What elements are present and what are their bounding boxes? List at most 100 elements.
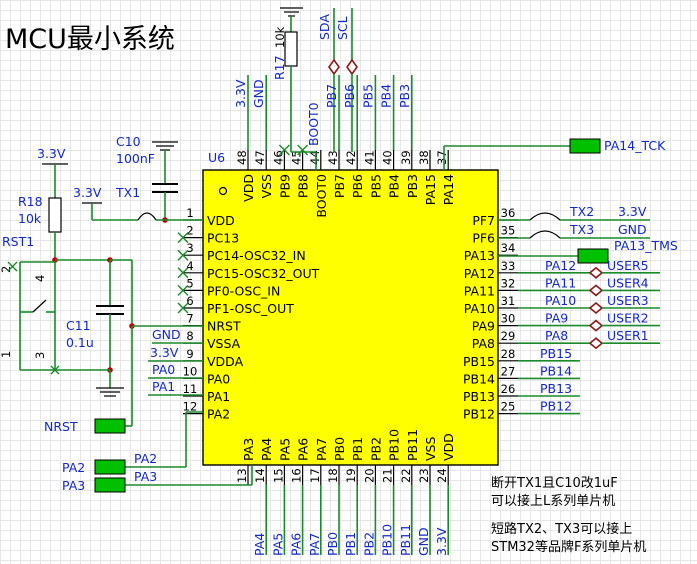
left-pin-name-2: PC13 xyxy=(207,231,239,246)
rst-pin3: 3 xyxy=(33,352,47,359)
port-pa2-flag xyxy=(94,459,126,475)
left-pin-num-8: 8 xyxy=(186,329,193,343)
right-pin-num-25: 25 xyxy=(501,400,516,414)
reset-circuit: 3.3V R18 10k C11 0.1u RST1 xyxy=(0,146,203,427)
left-pin-num-11: 11 xyxy=(183,382,198,396)
bottom-pin-name-15: PA5 xyxy=(277,438,292,461)
right-pin-name-28: PB15 xyxy=(463,354,495,369)
left-pin-num-7: 7 xyxy=(186,312,193,326)
left-nets: GND 3.3V PA0 PA1 PA2 PA3 xyxy=(124,327,253,486)
right-pin-name-30: PA9 xyxy=(472,319,495,334)
left-net-pa1: PA1 xyxy=(152,379,175,394)
c10-ref: C10 xyxy=(116,134,141,149)
top-net-label-1: GND xyxy=(251,79,266,108)
left-net-pa3: PA3 xyxy=(134,469,157,484)
sda-scl-group: SDA SCL xyxy=(317,8,358,152)
top-pin-num-42: 42 xyxy=(344,150,358,165)
right-pin-num-36: 36 xyxy=(501,206,516,220)
left-pin-num-10: 10 xyxy=(183,364,198,378)
top-pin-num-46: 46 xyxy=(271,150,285,165)
left-pin-name-4: PC15-OSC32_OUT xyxy=(207,266,320,281)
bottom-pin-name-16: PA6 xyxy=(296,438,311,461)
user-label-0: USER5 xyxy=(607,258,649,273)
top-pin-name-45: PB8 xyxy=(296,174,311,198)
port-pa14-flag xyxy=(569,138,601,154)
left-pin-num-6: 6 xyxy=(186,294,193,308)
bottom-pin-name-13: PA3 xyxy=(241,438,256,461)
right-net-pb14: PB14 xyxy=(540,363,572,378)
right-pin-name-27: PB14 xyxy=(463,371,495,386)
left-pin-name-10: PA0 xyxy=(207,371,230,386)
right-pin-num-29: 29 xyxy=(501,329,516,343)
bottom-net-label-2: PA6 xyxy=(289,533,304,556)
bottom-net-label-5: PB1 xyxy=(343,532,358,556)
note-line-1: 断开TX1且C10改1uF xyxy=(491,476,618,491)
bottom-pin-num-19: 19 xyxy=(344,468,358,483)
top-pin-num-47: 47 xyxy=(253,150,267,165)
net-scl: SCL xyxy=(335,16,350,40)
bottom-net-label-7: PB10 xyxy=(380,524,395,556)
port-pa13-label: PA13_TMS xyxy=(614,238,678,253)
right-pin-num-32: 32 xyxy=(501,276,516,290)
bottom-pin-num-22: 22 xyxy=(399,468,413,483)
user-label-4: USER1 xyxy=(607,328,649,343)
left-pin-num-1: 1 xyxy=(186,206,193,220)
left-pin-num-12: 12 xyxy=(183,400,198,414)
net-sda: SDA xyxy=(317,14,332,40)
top-pin-name-40: PB4 xyxy=(387,174,402,198)
left-net-gnd: GND xyxy=(152,327,181,342)
nc-mark-left-4 xyxy=(177,267,189,279)
right-pin-num-35: 35 xyxy=(501,224,516,238)
left-pin-name-6: PF1-OSC_OUT xyxy=(207,301,294,316)
top-pin-name-46: PB9 xyxy=(277,174,292,198)
bottom-pin-num-16: 16 xyxy=(290,468,304,483)
left-pin-num-9: 9 xyxy=(186,347,193,361)
user-jumper-4 xyxy=(588,337,604,350)
port-pa3-flag xyxy=(94,477,126,493)
top-pin-name-38: PA15 xyxy=(423,174,438,205)
r18-33v-label: 3.3V xyxy=(37,146,66,161)
left-pin-num-3: 3 xyxy=(186,241,193,255)
port-pa3-label: PA3 xyxy=(62,478,85,493)
c10-value: 100nF xyxy=(116,151,155,166)
bottom-pin-num-15: 15 xyxy=(271,468,285,483)
top-pin-name-48: VDD xyxy=(241,174,256,202)
bottom-pin-name-23: VSS xyxy=(423,437,438,461)
bottom-pin-name-18: PB0 xyxy=(332,437,347,461)
top-pin-num-40: 40 xyxy=(381,150,395,165)
nc-mark-left-3 xyxy=(177,249,189,261)
user-label-2: USER3 xyxy=(607,293,649,308)
top-pin-name-47: VSS xyxy=(259,174,274,198)
top-pin-num-45: 45 xyxy=(290,150,304,165)
bottom-pin-num-14: 14 xyxy=(253,468,267,483)
user-jumper-2 xyxy=(588,301,604,315)
left-net-pa2: PA2 xyxy=(134,451,157,466)
page-title: MCU最小系统 xyxy=(5,24,175,55)
left-pin-name-3: PC14-OSC32_IN xyxy=(207,248,306,263)
right-net-pa9: PA9 xyxy=(545,311,568,326)
right-pin-num-26: 26 xyxy=(501,382,516,396)
bottom-pin-name-24: VDD xyxy=(441,433,456,461)
r17-value: 10k xyxy=(273,26,287,48)
bottom-net-label-3: PA7 xyxy=(307,533,322,556)
bottom-net-label-10: 3.3V xyxy=(434,527,449,556)
bottom-pin-name-14: PA4 xyxy=(259,438,274,461)
top-pin-name-43: PB7 xyxy=(332,174,347,198)
nc-mark-left-5 xyxy=(177,284,189,296)
right-pin-num-30: 30 xyxy=(501,312,516,326)
top-pin-num-39: 39 xyxy=(399,150,413,165)
top-pin-num-37: 37 xyxy=(435,150,449,165)
bottom-pin-name-21: PB10 xyxy=(387,429,402,461)
bottom-net-label-1: PA5 xyxy=(270,533,285,556)
tx3-ref: TX3 xyxy=(569,222,594,237)
port-pa13-flag xyxy=(577,248,609,264)
user-label-3: USER2 xyxy=(607,311,649,326)
bottom-net-label-6: PB2 xyxy=(361,532,376,556)
r17-ref: R17 xyxy=(272,55,287,80)
note-line-2: 可以接上L系列单片机 xyxy=(491,493,615,509)
bottom-pin-name-19: PB1 xyxy=(350,437,365,461)
notes: 断开TX1且C10改1uF 可以接上L系列单片机 短路TX2、TX3可以接上 S… xyxy=(491,476,646,555)
